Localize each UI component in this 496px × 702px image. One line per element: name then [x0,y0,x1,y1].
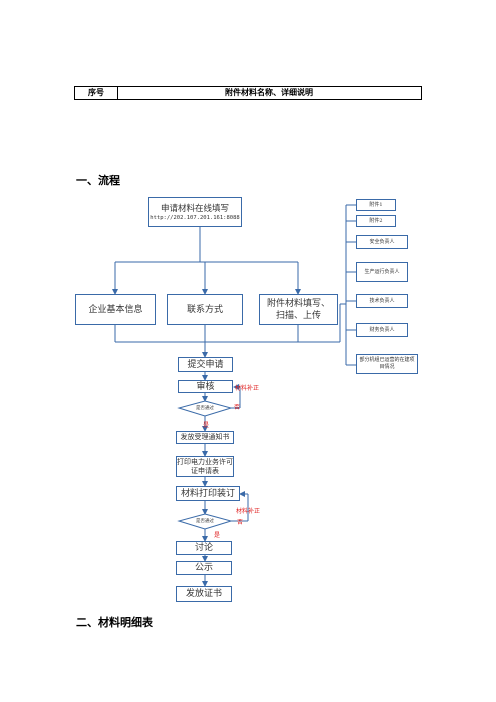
attachment-upload-box: 附件材料填写、 扫描、上传 [259,294,338,325]
table-col-serial: 序号 [75,87,118,99]
attachment-item: 财务负责人 [356,323,408,337]
company-info-box: 企业基本信息 [75,294,156,325]
table-col-attachment-name: 附件材料名称、详细说明 [225,88,313,97]
decision-no-2: 否 [237,519,244,526]
supplement-label-2: 材料补正 [236,508,261,515]
print-form-line2: 证申请表 [191,466,219,475]
apply-online-url: http://202.107.201.161:8088 [150,215,240,221]
attachment-item: 安全负责人 [356,235,408,249]
attachment-item: 部分机组已运营的在建项目情况 [356,354,418,374]
apply-online-box: 申请材料在线填写 http://202.107.201.161:8088 [148,197,242,227]
attachment-item: 附件2 [356,215,396,227]
apply-online-label: 申请材料在线填写 [160,204,229,214]
attachment-item: 附件1 [356,199,396,211]
attachment-item: 生产运行负责人 [356,262,408,282]
attachment-upload-line2: 扫描、上传 [275,310,321,321]
decision-yes-2: 是 [214,532,221,539]
decision-passed-1: 是否通过 [196,406,214,411]
publicity-box: 公示 [176,561,232,575]
contact-box: 联系方式 [167,294,243,325]
issue-certificate-box: 发放证书 [176,586,232,602]
decision-yes-1: 是 [203,422,210,429]
section-title-materials: 二、材料明细表 [76,616,153,629]
print-form-box: 打印电力业务许可 证申请表 [176,456,234,477]
review-box: 审核 [178,380,233,393]
section-title-process: 一、流程 [76,174,120,187]
acceptance-notice-box: 发放受理通知书 [176,431,234,444]
decision-no-1: 否 [234,404,241,411]
print-form-line1: 打印电力业务许可 [177,457,233,466]
decision-passed-2: 是否通过 [196,519,214,524]
attachment-table-header: 序号 附件材料名称、详细说明 [74,86,422,100]
discussion-box: 讨论 [176,541,232,555]
supplement-label-1: 材料补正 [235,385,260,392]
print-bind-box: 材料打印装订 [176,486,240,501]
attachment-item: 技术负责人 [356,294,408,308]
attachment-upload-line1: 附件材料填写、 [266,298,330,309]
submit-application-box: 提交申请 [178,357,233,372]
